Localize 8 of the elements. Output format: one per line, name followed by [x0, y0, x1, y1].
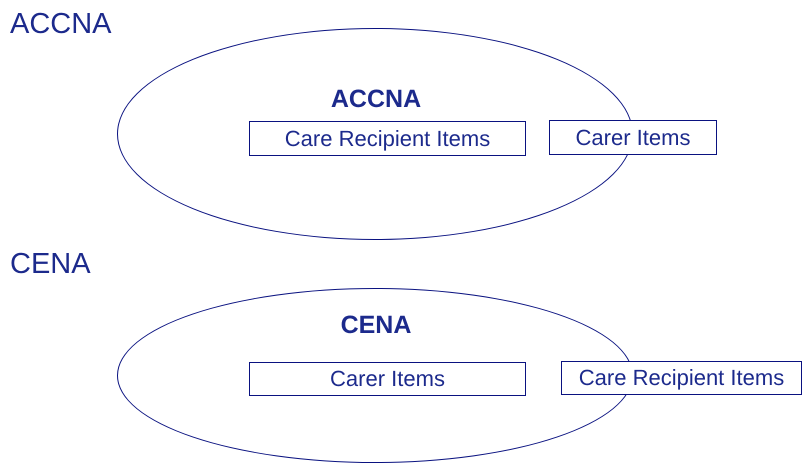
section-heading: CENA	[10, 248, 91, 280]
item-box: Care Recipient Items	[249, 121, 526, 156]
group-title: ACCNA	[330, 85, 422, 113]
group-title: CENA	[340, 311, 412, 339]
item-box: Carer Items	[549, 120, 717, 155]
item-box: Care Recipient Items	[561, 361, 802, 395]
item-box: Carer Items	[249, 362, 526, 396]
section-heading: ACCNA	[10, 8, 112, 40]
